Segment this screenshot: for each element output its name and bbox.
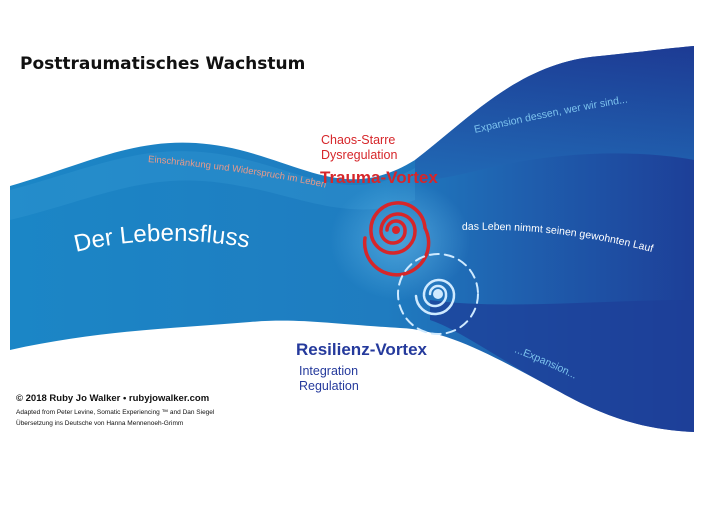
- resilience-description: Integration Regulation: [299, 364, 359, 394]
- credits: © 2018 Ruby Jo Walker • rubyjowalker.com…: [16, 393, 214, 431]
- lower-expansion-band: [430, 300, 694, 432]
- adaptation-line: Adapted from Peter Levine, Somatic Exper…: [16, 409, 215, 416]
- trauma-description: Chaos-Starre Dysregulation: [321, 133, 397, 163]
- resilience-line-integration: Integration: [299, 364, 359, 378]
- trauma-line-chaos: Chaos-Starre: [321, 133, 396, 147]
- resilience-vortex-spiral: [397, 253, 479, 335]
- resilience-line-regulation: Regulation: [299, 379, 359, 393]
- translation-line: Übersetzung ins Deutsche von Hanna Menne…: [16, 420, 184, 427]
- trauma-vortex-label: Trauma-Vortex: [320, 168, 438, 187]
- upper-expansion-band: [415, 46, 694, 182]
- page-title: Posttraumatisches Wachstum: [20, 54, 306, 74]
- trauma-vortex-spiral: [362, 201, 431, 277]
- flow-streak: [10, 151, 415, 220]
- resilience-vortex-label: Resilienz-Vortex: [296, 340, 428, 359]
- trauma-line-dysregulation: Dysregulation: [321, 148, 398, 162]
- copyright-line: © 2018 Ruby Jo Walker • rubyjowalker.com: [16, 393, 210, 404]
